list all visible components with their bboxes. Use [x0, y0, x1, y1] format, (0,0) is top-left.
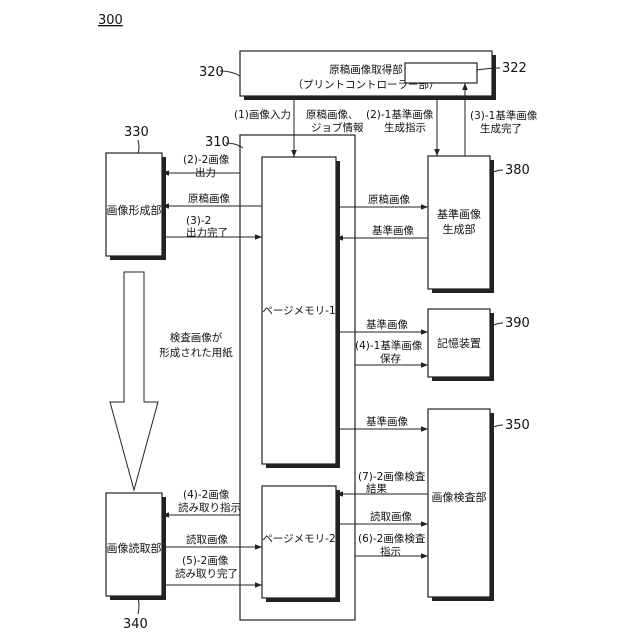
storage-label: 記憶装置 [437, 336, 481, 350]
ref-image-storage-label: 基準画像 [366, 318, 408, 331]
ref-340: 340 [123, 617, 148, 632]
page-memory-1-label: ページメモリ-1 [262, 305, 335, 317]
sheet-transport-arrow [110, 272, 158, 490]
ref-390: 390 [505, 316, 530, 331]
read-instr-label-2: 読み取り指示 [178, 501, 241, 514]
figure-number: 300 [98, 13, 123, 28]
inspection-sheet-label-1: 検査画像が [170, 331, 223, 344]
inspection-label: 画像検査部 [432, 490, 487, 504]
read-done-label-2: 読み取り完了 [175, 567, 238, 580]
reference-generation-label-1: 基準画像 [437, 207, 481, 221]
reference-generation-block: 基準画像 生成部 [428, 156, 494, 293]
orig-job-label-2: ジョブ情報 [311, 121, 364, 134]
ref-image-inspect-label: 基準画像 [366, 415, 408, 428]
image-reading-block: 画像読取部 [106, 493, 166, 600]
orig-image-left-label: 原稿画像 [188, 192, 230, 205]
read-image-right-label: 読取画像 [370, 510, 412, 523]
inspect-result-label-1: (7)-2画像検査 [358, 470, 426, 483]
image-forming-block: 画像形成部 [106, 153, 166, 260]
orig-job-label-1: 原稿画像、 [306, 108, 359, 121]
read-done-label-1: (5)-2画像 [182, 555, 229, 567]
page-memory-1-block: ページメモリ-1 [262, 157, 340, 468]
output-done-label-1: (3)-2 [186, 215, 211, 227]
storage-block: 記憶装置 [428, 309, 494, 381]
acquisition-block: 原稿画像取得部 （プリントコントローラー部） [240, 51, 496, 100]
ref-gen-instr-label-2: 生成指示 [384, 121, 426, 134]
inspection-sheet-label-2: 形成された用紙 [159, 346, 233, 359]
inspect-result-label-2: 結果 [366, 482, 387, 495]
image-input-label: (1)画像入力 [234, 108, 291, 121]
page-memory-2-block: ページメモリ-2 [262, 486, 340, 602]
ref-save-label-2: 保存 [380, 352, 401, 365]
ref-gen-done-label-2: 生成完了 [480, 122, 522, 135]
inspect-instr-label-1: (6)-2画像検査 [358, 532, 426, 545]
inspect-instr-label-2: 指示 [380, 545, 401, 558]
reference-generation-label-2: 生成部 [443, 222, 476, 236]
output-done-label-2: 出力完了 [186, 226, 228, 239]
img-output-label-1: (2)-2画像 [183, 154, 230, 166]
acquisition-block-label-1: 原稿画像取得部 [329, 63, 403, 76]
page-memory-2-label: ページメモリ-2 [262, 533, 335, 545]
ref-310: 310 [205, 135, 230, 150]
ref-350: 350 [505, 418, 530, 433]
ref-image-back-label: 基準画像 [372, 224, 414, 237]
ref-gen-done-label-1: (3)-1基準画像 [470, 109, 538, 122]
image-reading-label: 画像読取部 [107, 541, 162, 555]
read-instr-label-1: (4)-2画像 [183, 489, 230, 501]
read-image-left-label: 読取画像 [186, 533, 228, 546]
inspection-block: 画像検査部 [428, 409, 494, 601]
acquisition-sub-box [405, 63, 477, 83]
ref-save-label-1: (4)-1基準画像 [355, 339, 423, 352]
ref-322: 322 [502, 61, 527, 76]
ref-330: 330 [124, 125, 149, 140]
img-output-label-2: 出力 [195, 166, 216, 179]
image-forming-label: 画像形成部 [107, 203, 162, 217]
ref-380: 380 [505, 163, 530, 178]
orig-image-right-label: 原稿画像 [368, 193, 410, 206]
ref-320: 320 [199, 65, 224, 80]
ref-gen-instr-label-1: (2)-1基準画像 [366, 108, 434, 121]
